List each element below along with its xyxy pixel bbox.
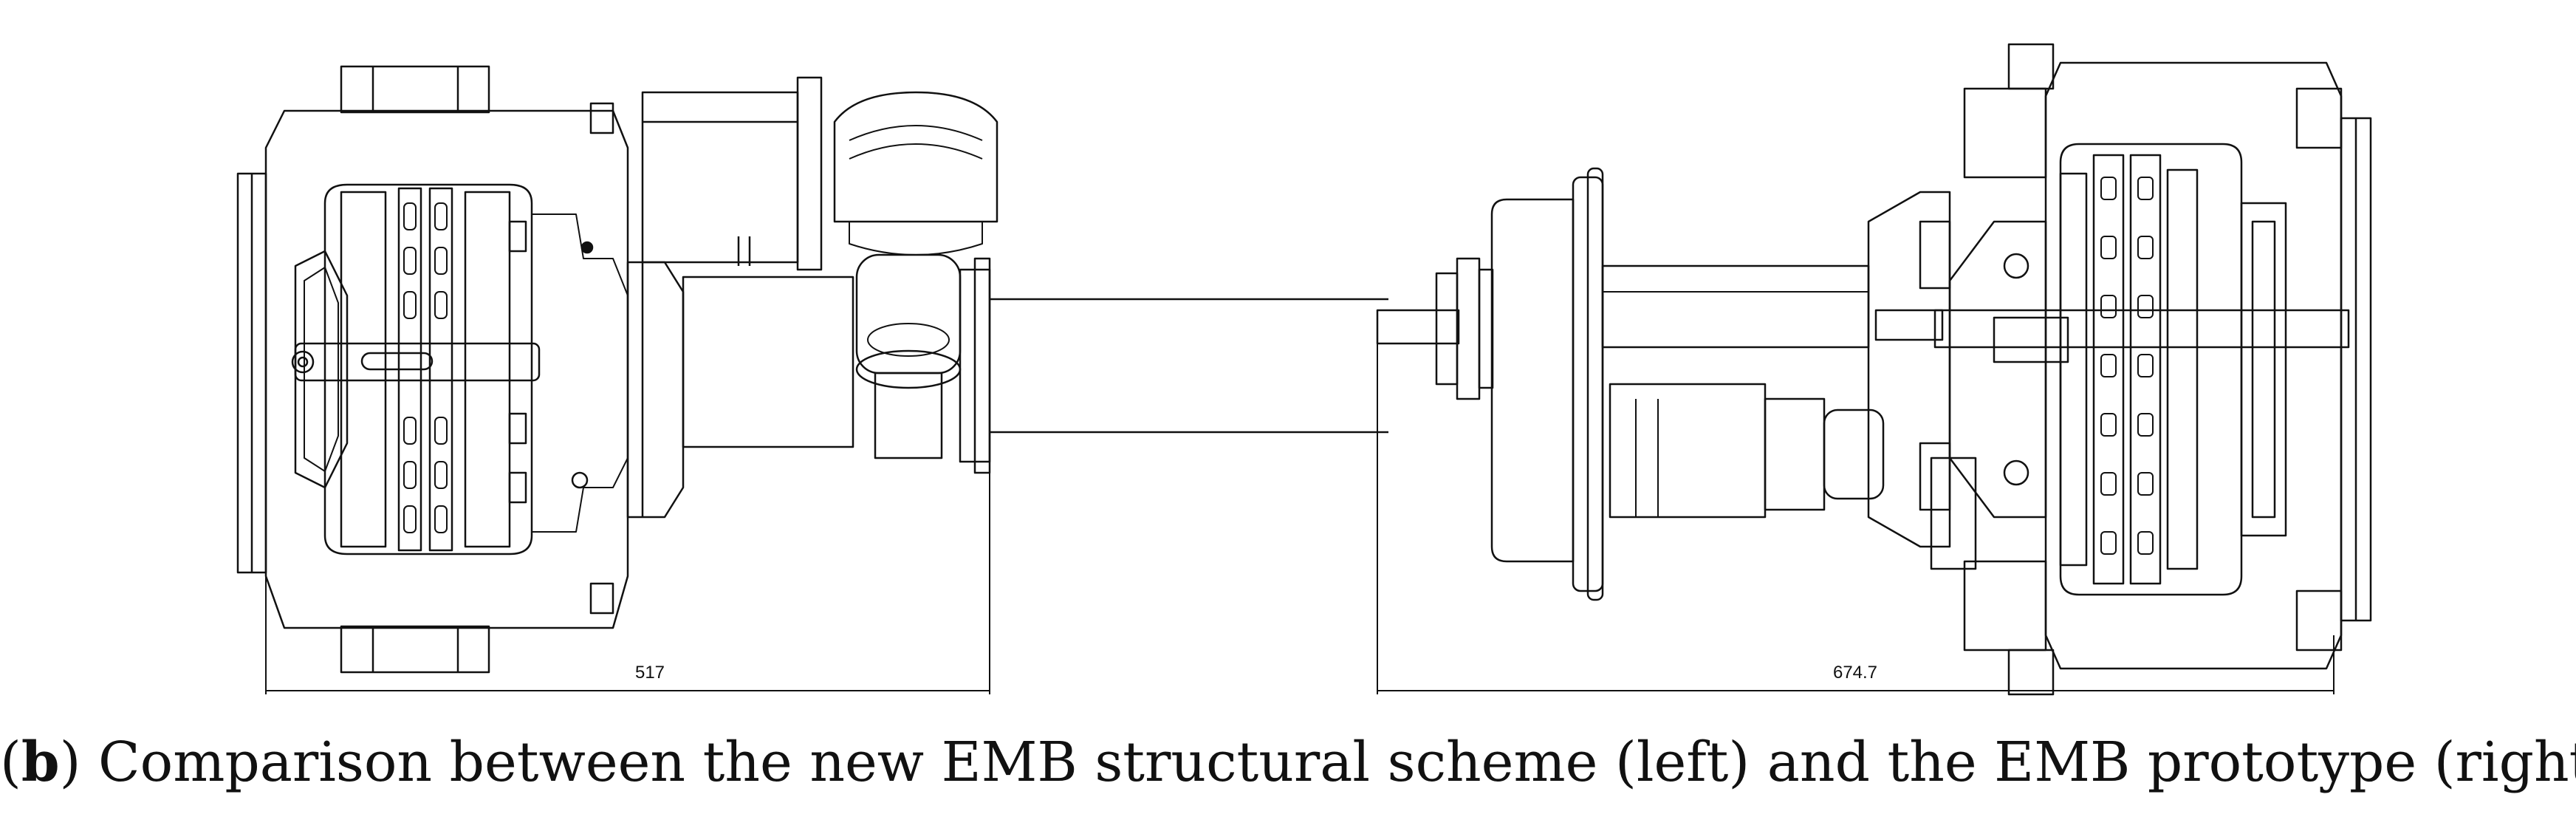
- left-emb-scheme: [238, 66, 997, 694]
- right-dimension-label: 674.7: [1833, 663, 1877, 683]
- caption-close-paren: ): [59, 731, 81, 794]
- figure-caption: (b) Comparison between the new EMB struc…: [0, 718, 2576, 807]
- right-emb-prototype: [1377, 44, 2371, 694]
- caption-panel-letter: b: [21, 731, 60, 794]
- left-dimension-label: 517: [635, 663, 665, 683]
- caption-text: Comparison between the new EMB structura…: [80, 731, 2576, 794]
- emb-comparison-drawing: 517 674.7: [0, 0, 2576, 709]
- caption-open-paren: (: [0, 731, 21, 794]
